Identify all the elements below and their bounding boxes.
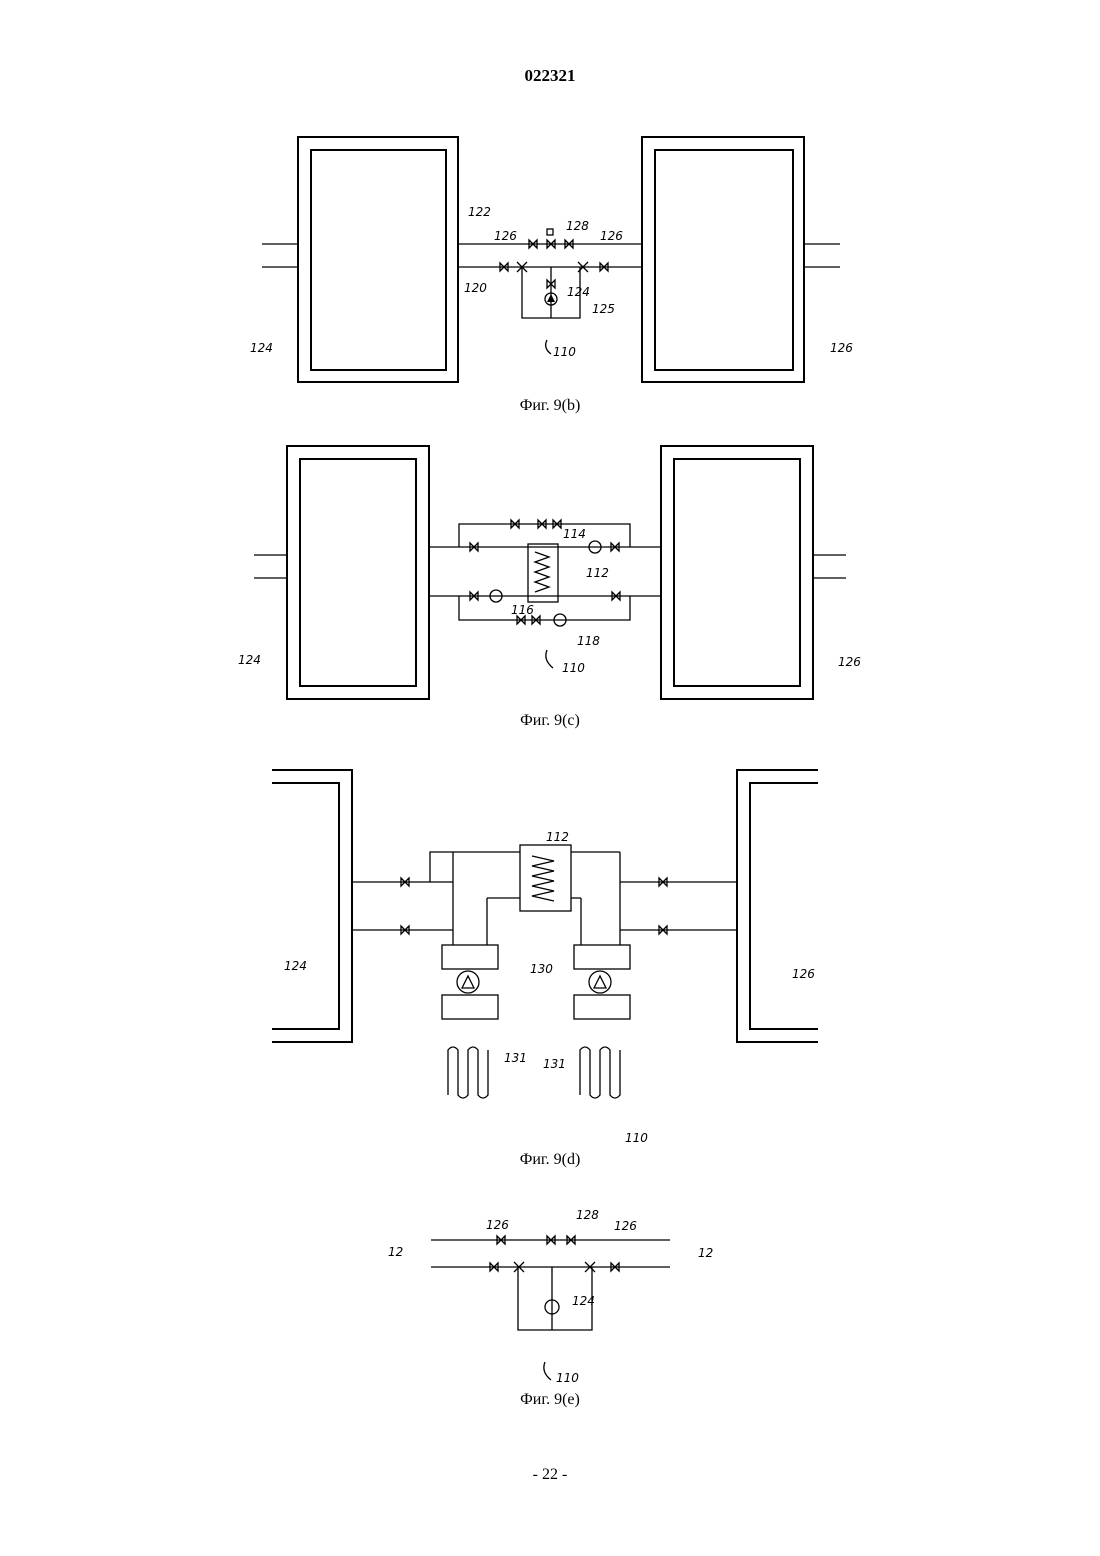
caption-9e: Фиг. 9(e) [0, 1391, 1100, 1409]
label-pipe-right: 12 [698, 1246, 713, 1260]
label-leader [544, 1362, 551, 1380]
pipes [431, 1240, 670, 1267]
label-valve-top: 128 [576, 1208, 599, 1222]
label-pipe-left: 12 [388, 1245, 403, 1259]
page-number: - 22 - [0, 1466, 1100, 1484]
label-valve-left: 126 [486, 1218, 509, 1232]
label-valve-right: 126 [614, 1219, 637, 1233]
label-system: 110 [556, 1371, 579, 1385]
label-pump: 124 [572, 1294, 595, 1308]
